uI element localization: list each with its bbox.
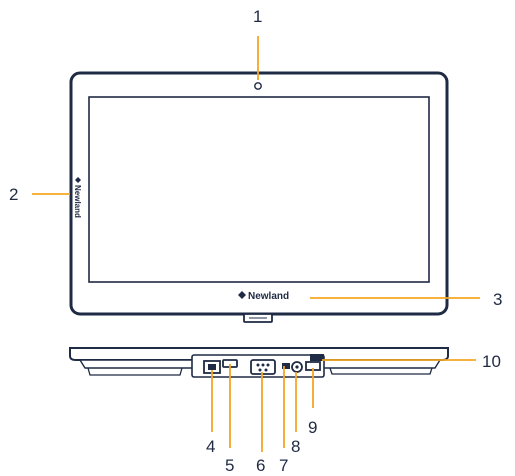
port-usb-small [282,363,290,369]
callout-8: 8 [291,437,301,456]
callout-9: 9 [308,418,318,437]
bottom-view [69,347,449,378]
side-logo: Newland [73,177,82,218]
left-foot [87,367,183,376]
callout-5: 5 [225,456,235,475]
bottom-logo: Newland [238,291,289,302]
callout-1: 1 [253,7,263,26]
logo-mark-icon [75,177,81,183]
right-foot [329,367,433,375]
callout-10: 10 [482,352,501,371]
port-com [250,359,276,375]
front-view: Newland Newland [69,71,449,323]
logo-text-side: Newland [73,185,82,218]
callout-6: 6 [256,456,266,475]
callout-7: 7 [279,456,289,475]
logo-mark-icon [238,291,246,299]
leader-lines [32,36,480,452]
front-camera [254,82,262,90]
port-usb-right [310,354,324,361]
callout-4: 4 [206,437,216,456]
display-screen [88,96,430,283]
callout-2: 2 [9,185,19,204]
callout-3: 3 [493,290,503,309]
logo-text-bottom: Newland [248,291,289,302]
